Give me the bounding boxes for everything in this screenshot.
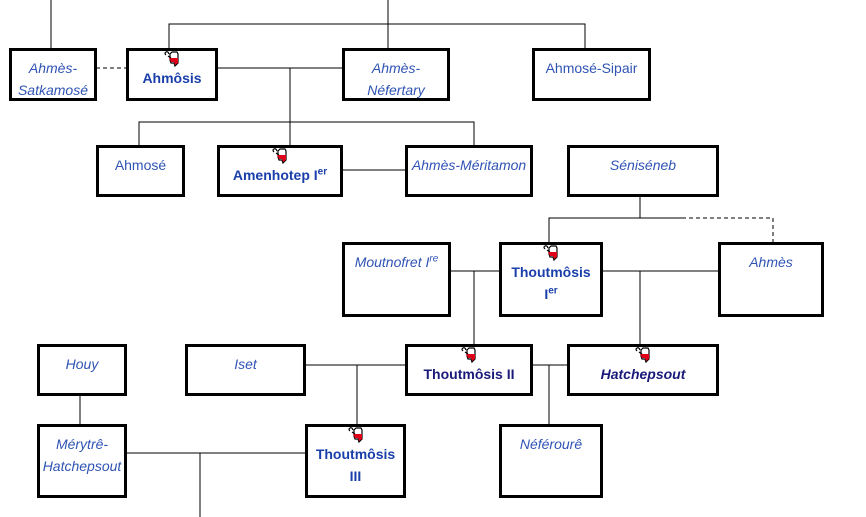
name-part: Thoutmôsis <box>511 264 591 280</box>
person-iset: Iset <box>185 344 306 396</box>
pharaoh-crown-icon <box>634 347 652 363</box>
name-part: I <box>544 286 549 302</box>
person-link[interactable]: Néférourê <box>519 436 583 452</box>
person-ahmes-meritamon: Ahmès-Méritamon <box>405 145 533 197</box>
person-ahmes: Ahmès <box>718 242 824 317</box>
person-senisenb: Séniséneb <box>567 145 719 197</box>
person-link[interactable]: Ahmosé-Sipair <box>545 60 638 76</box>
name-part: III <box>349 468 362 484</box>
person-ahmose-sipair: Ahmosé-Sipair <box>532 48 651 101</box>
person-link[interactable]: Ahmosé <box>114 157 167 173</box>
person-ahmosis: Ahmôsis <box>126 48 218 101</box>
person-amenhotep-i: Amenhotep Ier <box>217 145 343 197</box>
person-neferoure: Néférourê <box>499 424 603 498</box>
person-link[interactable]: Moutnofret Ire <box>355 254 439 270</box>
person-thoutmosis-ii: Thoutmôsis II <box>405 344 533 396</box>
person-link[interactable]: Hatchepsout <box>600 366 686 382</box>
person-ahmose: Ahmosé <box>96 145 185 197</box>
person-merytre-hatchepsout: Mérytrê- Hatchepsout <box>37 424 127 498</box>
person-link[interactable]: Ahmès- Satkamosé <box>18 60 88 98</box>
person-link[interactable]: Amenhotep Ier <box>233 167 327 183</box>
person-link[interactable]: Iset <box>234 356 257 372</box>
person-hatchepsout: Hatchepsout <box>567 344 719 396</box>
name-part: Satkamosé <box>17 82 89 98</box>
name-part: Ahmès- <box>371 60 421 76</box>
ordinal-suffix: er <box>548 285 558 297</box>
pharaoh-crown-icon <box>347 427 365 443</box>
pharaoh-crown-icon <box>542 245 560 261</box>
line-siblings-top <box>168 23 586 48</box>
person-link[interactable]: Mérytrê- Hatchepsout <box>43 436 122 474</box>
person-ahmes-nefertary: Ahmès- Néfertary <box>342 48 450 101</box>
ordinal-suffix: er <box>317 166 328 178</box>
line-senisenb-children <box>548 217 682 242</box>
person-link[interactable]: Ahmès-Méritamon <box>411 157 527 173</box>
pharaoh-crown-icon <box>163 51 181 67</box>
line-children-1 <box>138 121 475 145</box>
person-link[interactable]: Houy <box>65 356 99 372</box>
person-moutnofret-i: Moutnofret Ire <box>342 242 451 317</box>
person-ahmes-satkamose: Ahmès- Satkamosé <box>9 48 97 101</box>
ordinal-suffix: re <box>429 253 439 265</box>
name-part: Hatchepsout <box>42 458 122 474</box>
person-link[interactable]: Ahmôsis <box>142 70 202 86</box>
pharaoh-crown-icon <box>271 148 289 164</box>
name-part: Moutnofret I <box>354 254 430 270</box>
line-dashed-ahmes <box>682 217 774 242</box>
person-link[interactable]: Séniséneb <box>609 157 677 173</box>
person-houy: Houy <box>37 344 127 396</box>
name-part: Amenhotep I <box>232 167 318 183</box>
person-link[interactable]: Thoutmôsis II <box>423 366 515 382</box>
name-part: Néfertary <box>367 82 425 98</box>
person-link[interactable]: Ahmès <box>749 254 793 270</box>
name-part: Thoutmôsis <box>315 446 396 462</box>
name-part: Ahmès- <box>28 60 78 76</box>
pharaoh-crown-icon <box>460 347 478 363</box>
person-link[interactable]: Ahmès- Néfertary <box>367 60 425 98</box>
name-part: Mérytrê- <box>55 436 109 452</box>
